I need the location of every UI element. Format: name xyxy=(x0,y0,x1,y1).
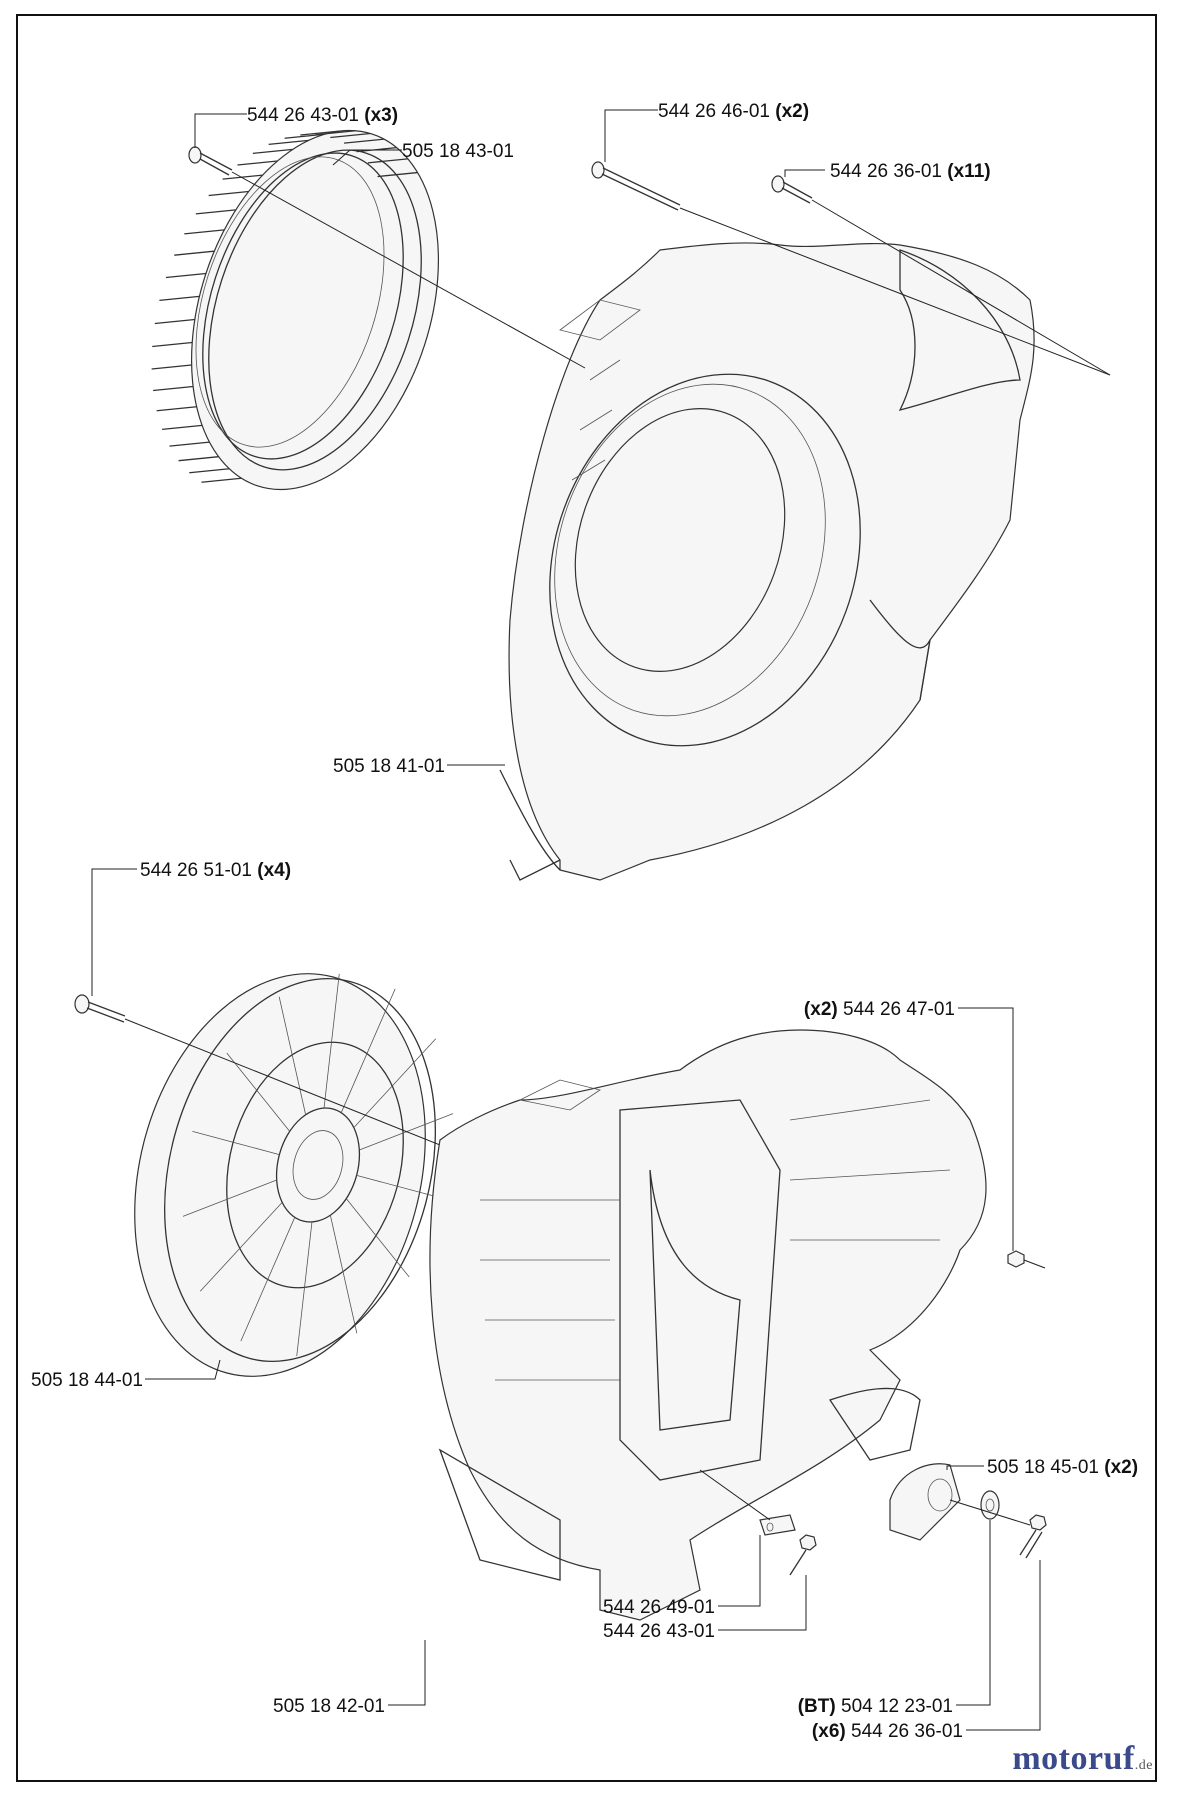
part-number: 544 26 43-01 xyxy=(603,1621,715,1642)
label-544-26-43-01: 544 26 43-01 xyxy=(603,1621,715,1642)
screw-bottom-mid xyxy=(789,1534,817,1576)
ring-fin xyxy=(178,456,219,462)
fan-ring-part xyxy=(151,129,440,491)
ring-fin xyxy=(315,130,356,136)
diagram-border xyxy=(16,14,1157,1782)
ring-fin xyxy=(156,406,197,412)
part-number: 505 18 43-01 xyxy=(402,141,514,162)
impeller-spoke xyxy=(199,1202,283,1292)
label-544-26-43-01-x3: 544 26 43-01 (x3) xyxy=(247,105,398,126)
ring-fin xyxy=(174,250,215,256)
part-number: 544 26 49-01 xyxy=(603,1597,715,1618)
ring-fin xyxy=(222,174,263,180)
watermark-logo: motoruf.de xyxy=(1012,1740,1153,1777)
nut-right xyxy=(1007,1250,1046,1269)
ring-fin xyxy=(367,158,408,164)
ring-fin xyxy=(201,477,242,483)
label-505-18-44-01: 505 18 44-01 xyxy=(31,1370,143,1391)
bolt-impeller xyxy=(74,994,126,1023)
impeller-spoke xyxy=(356,1174,444,1200)
part-number: 505 18 41-01 xyxy=(333,756,445,777)
label-544-26-51-01-x4: 544 26 51-01 (x4) xyxy=(140,860,291,881)
quantity: (x4) xyxy=(257,860,291,881)
ring-fin xyxy=(237,160,278,166)
screw-top-left xyxy=(188,146,233,176)
ring-fin xyxy=(268,139,309,146)
label-544-26-47-01-x2: (x2) 544 26 47-01 xyxy=(804,999,955,1020)
quantity: (x3) xyxy=(364,105,398,126)
ring-fin xyxy=(184,229,225,235)
screw-top-right xyxy=(771,175,813,204)
quantity: (x6) xyxy=(812,1721,846,1742)
ring-fin xyxy=(343,138,385,144)
cap-part xyxy=(889,1463,961,1541)
part-number: 544 26 43-01 xyxy=(247,105,359,126)
blower-housing-part xyxy=(429,1029,987,1621)
part-number: 505 18 44-01 xyxy=(31,1370,143,1391)
washer-part xyxy=(759,1514,796,1536)
label-505-18-45-01-x2: 505 18 45-01 (x2) xyxy=(987,1457,1138,1478)
quantity: (x11) xyxy=(947,161,990,182)
ring-fin xyxy=(159,295,200,302)
impeller-spoke xyxy=(329,1215,358,1334)
impeller-spoke xyxy=(323,973,340,1109)
ring-fin xyxy=(169,441,210,447)
label-544-26-46-01-x2: 544 26 46-01 (x2) xyxy=(658,101,809,122)
ring-fin xyxy=(162,424,203,431)
ring-fin xyxy=(153,385,194,392)
quantity: (x2) xyxy=(1104,1457,1138,1478)
impeller-spoke xyxy=(340,988,396,1113)
ring-fin xyxy=(252,148,293,155)
part-number: 504 12 23-01 xyxy=(841,1696,953,1717)
part-labels: 544 26 43-01 (x3) 505 18 43-01 544 26 46… xyxy=(31,101,1138,1742)
impeller-part xyxy=(134,973,454,1377)
impeller-spoke xyxy=(278,996,307,1115)
part-number: 505 18 45-01 xyxy=(987,1457,1099,1478)
leader-lines xyxy=(91,109,1041,1731)
ring-fin xyxy=(377,171,418,178)
label-505-18-43-01: 505 18 43-01 xyxy=(402,141,514,162)
label-505-18-41-01: 505 18 41-01 xyxy=(333,756,445,777)
impeller-spoke xyxy=(226,1052,291,1132)
label-544-26-49-01: 544 26 49-01 xyxy=(603,1597,715,1618)
impeller-spoke xyxy=(192,1130,280,1156)
ring-fin xyxy=(330,132,371,139)
impeller-spoke xyxy=(345,1198,410,1278)
part-number: 544 26 36-01 xyxy=(851,1721,963,1742)
label-504-12-23-01-bt: (BT) 504 12 23-01 xyxy=(798,1696,953,1717)
part-number: 544 26 47-01 xyxy=(843,999,955,1020)
impeller-spoke xyxy=(296,1221,313,1357)
ring-fin xyxy=(154,318,195,325)
part-number: 544 26 36-01 xyxy=(830,161,942,182)
ring-fin xyxy=(151,364,192,370)
label-544-26-36-01-x6: (x6) 544 26 36-01 xyxy=(812,1721,963,1742)
ring-fin xyxy=(165,272,207,279)
quantity: (x2) xyxy=(775,101,809,122)
impeller-spoke xyxy=(240,1217,296,1342)
part-number: 505 18 42-01 xyxy=(273,1696,385,1717)
ring-fin xyxy=(300,130,341,136)
ring-fin xyxy=(195,209,236,215)
impeller-spoke xyxy=(353,1038,437,1128)
quantity: (BT) xyxy=(798,1696,836,1717)
impeller-spoke xyxy=(182,1179,277,1217)
ring-fin xyxy=(152,341,193,348)
ring-fin xyxy=(208,190,249,197)
clamp-part xyxy=(980,1490,1000,1520)
screw-bottom-right xyxy=(1019,1514,1047,1559)
part-number: 544 26 51-01 xyxy=(140,860,252,881)
quantity: (x2) xyxy=(804,999,838,1020)
part-number: 544 26 46-01 xyxy=(658,101,770,122)
bolt-top-long xyxy=(591,161,681,211)
ring-fin xyxy=(189,468,230,474)
label-544-26-36-01-x11: 544 26 36-01 (x11) xyxy=(830,161,991,182)
label-505-18-42-01: 505 18 42-01 xyxy=(273,1696,385,1717)
blower-cover-part xyxy=(499,242,1035,881)
